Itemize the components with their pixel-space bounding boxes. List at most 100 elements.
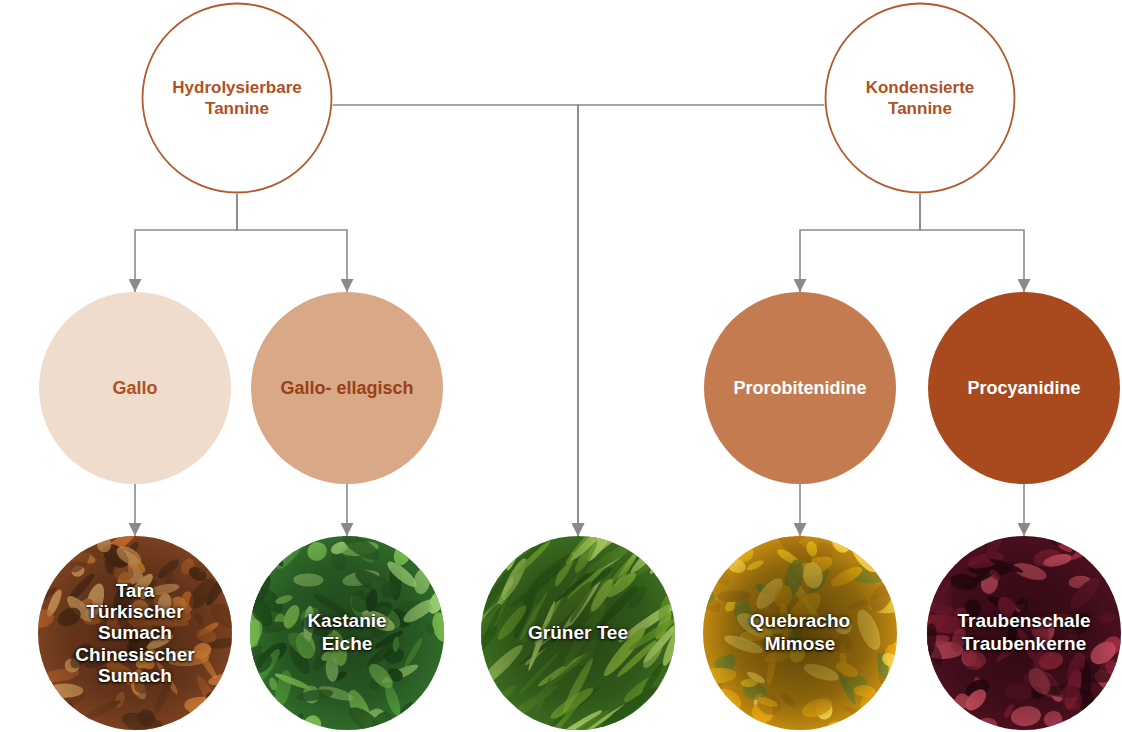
category-circle: Gallo- ellagisch [251,292,443,484]
source-label: Quebracho [720,610,880,633]
connector-arrow [1023,484,1025,536]
outline-circle [143,4,332,193]
photo-ground [250,536,444,730]
photo-detail [697,698,718,720]
source-label: Kastanie [267,610,427,633]
connector-arrow [346,484,348,536]
node-content: Hydrolysierbare Tannine [141,2,333,194]
photo-detail [36,536,58,562]
photo-illustration [27,527,246,732]
photo-detail [472,530,498,568]
source-label: Mimose [720,633,880,656]
photo-shade [703,536,897,730]
connector-arrow [920,194,1024,292]
text-stack: Hydrolysierbare Tannine [157,77,317,120]
circle-shape [824,2,1016,194]
photo-detail [658,682,678,719]
text-stack: Prorobitenidine [715,377,885,400]
photo-detail [920,572,939,590]
photo-detail [426,694,452,722]
connector-arrow [799,484,801,536]
source-image-circle: TraubenschaleTraubenkerne [927,536,1121,730]
connector-arrow [135,194,237,292]
category-circle: Gallo [39,292,231,484]
source-label: Chinesischer Sumach [65,644,205,687]
circle-shape [141,2,333,194]
source-label: Traubenschale [939,610,1109,633]
category-circle: Hydrolysierbare Tannine [141,2,333,194]
photo-detail [645,703,666,731]
photo-detail [647,513,695,576]
photo-detail [201,532,214,548]
photo-shade [250,536,444,730]
connector-arrow [134,484,136,536]
photo-detail [240,713,266,732]
photo-detail [1105,546,1122,576]
category-label: Gallo- ellagisch [272,377,422,400]
category-circle: Prorobitenidine [704,292,896,484]
source-label: Tara [65,580,205,601]
photo-detail [276,724,315,732]
source-label: Türkischer Sumach [65,601,205,644]
outline-circle [826,4,1015,193]
photo-detail [1101,702,1122,732]
category-circle: Kondensierte Tannine [824,2,1016,194]
text-stack: Grüner Tee [498,622,658,645]
node-content: QuebrachoMimose [703,536,897,730]
photo-detail [245,529,271,554]
connector-arrow [237,194,347,292]
text-stack: TaraTürkischer SumachChinesischer Sumach [65,580,205,686]
photo-detail [38,527,51,561]
text-stack: Procyanidine [939,377,1109,400]
filled-circle [928,292,1120,484]
photo-detail [1092,708,1114,729]
photo-detail [876,711,904,732]
photo-detail [242,534,266,566]
photo-illustration [689,527,911,732]
photo-detail [1110,531,1122,545]
photo-detail [470,508,516,572]
category-label: Prorobitenidine [715,377,885,400]
photo-ground [703,536,897,730]
photo-detail [947,713,975,732]
filled-circle [39,292,231,484]
photo-detail [32,557,52,577]
photo-detail [482,710,513,732]
photo-detail [245,718,268,732]
photo-shade [927,536,1121,730]
connector-arrow [800,194,920,292]
photo-detail [719,534,746,544]
photo-detail [729,534,746,547]
source-label: Grüner Tee [498,622,658,645]
photo-detail [249,702,273,728]
photo-detail [696,716,739,732]
photo-detail [211,550,230,565]
photo-detail [1069,720,1086,732]
node-content: TaraTürkischer SumachChinesischer Sumach [38,536,232,730]
filled-circle [704,292,896,484]
node-content: KastanieEiche [250,536,444,730]
text-stack: Gallo [60,377,210,400]
text-stack: Gallo- ellagisch [272,377,422,400]
source-label: Eiche [267,633,427,656]
photo-ground [927,536,1121,730]
photo-detail [67,725,106,732]
node-content: Procyanidine [928,292,1120,484]
photo-detail [694,697,712,704]
photo-detail [713,723,734,732]
source-image-circle: TaraTürkischer SumachChinesischer Sumach [38,536,232,730]
source-label: Traubenkerne [939,633,1109,656]
photo-detail [428,552,445,578]
text-stack: TraubenschaleTraubenkerne [939,610,1109,656]
category-label: Gallo [60,377,210,400]
source-image-circle: KastanieEiche [250,536,444,730]
photo-ground [481,536,675,730]
category-label: Kondensierte Tannine [840,77,1000,120]
photo-detail [183,534,191,550]
photo-detail [1091,532,1122,561]
photo-detail [863,709,891,732]
photo-illustration [235,524,453,732]
photo-detail [45,547,62,564]
photo-detail [650,520,685,576]
